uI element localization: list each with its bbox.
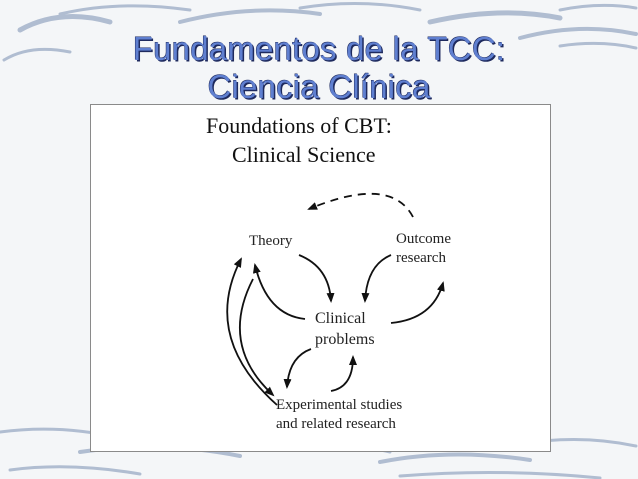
slide-title-line-2: Ciencia Clínica xyxy=(207,68,431,105)
dashed-arrow-outcome-to-theory xyxy=(307,192,414,218)
figure-heading-line-2: Clinical Science xyxy=(232,142,376,167)
figure-heading-line-1: Foundations of CBT: xyxy=(206,113,392,138)
arrow-clinical-to-outcome xyxy=(390,281,445,324)
slide-title-line-1: Fundamentos de la TCC: xyxy=(132,30,506,67)
arrow-outcome-to-clinical xyxy=(361,254,392,303)
node-experimental-studies-line-2: and related research xyxy=(276,416,396,432)
node-clinical-problems-line-2: problems xyxy=(315,331,375,348)
arrow-experimental-to-clinical xyxy=(330,355,357,392)
node-outcome-research-line-2: research xyxy=(396,250,446,266)
arrow-theory-to-experimental xyxy=(239,278,275,397)
node-theory: Theory xyxy=(249,233,293,249)
diagram-arrows xyxy=(226,192,445,406)
node-experimental-studies-line-1: Experimental studies xyxy=(276,397,403,413)
arrow-clinical-to-theory xyxy=(252,263,306,320)
cbt-diagram-figure: Foundations of CBT: Clinical Science The… xyxy=(90,104,551,452)
arrow-theory-to-clinical xyxy=(298,254,335,303)
node-clinical-problems-line-1: Clinical xyxy=(315,310,366,327)
arrow-clinical-to-experimental xyxy=(283,348,312,389)
node-outcome-research-line-1: Outcome xyxy=(396,231,451,247)
arrow-experimental-to-theory xyxy=(226,257,278,406)
